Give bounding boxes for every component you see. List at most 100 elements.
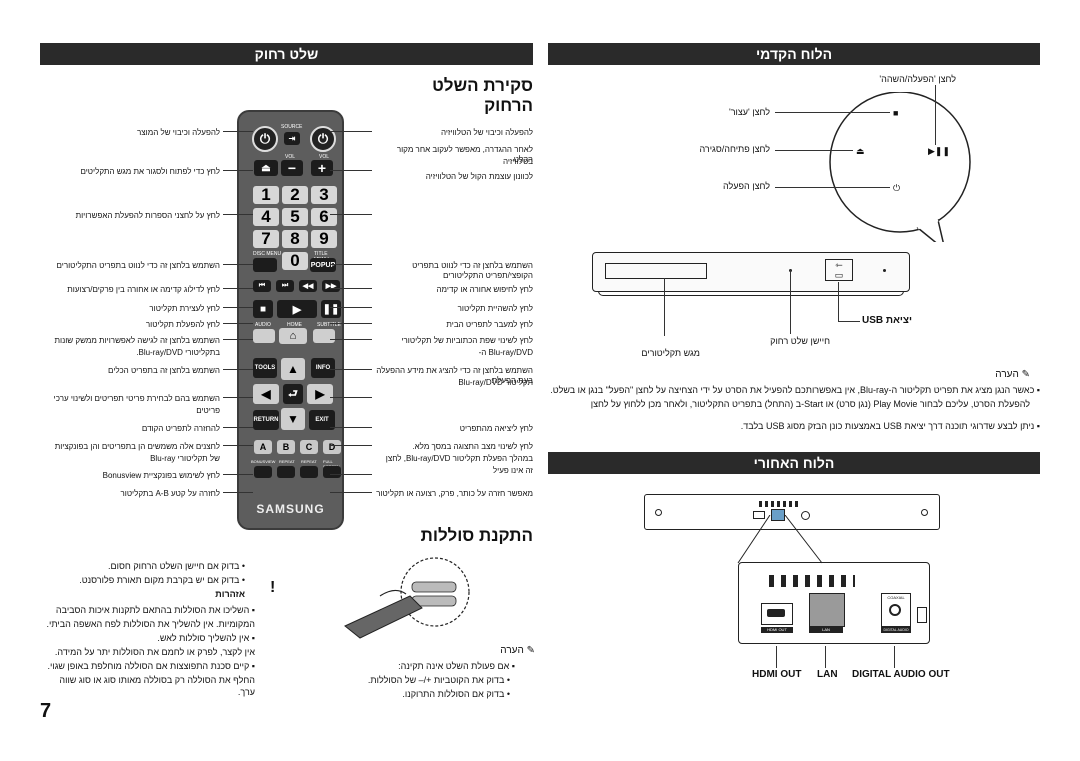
exit-button[interactable]: EXIT: [309, 410, 335, 430]
stop-label: לחצן 'עצור': [729, 107, 770, 117]
digit-9-button[interactable]: 9: [311, 229, 337, 248]
repeat-ab-button[interactable]: [277, 466, 295, 478]
info-label: INFO: [315, 365, 331, 371]
remote-left-leader: [223, 214, 253, 215]
eject-button[interactable]: ⏏: [254, 160, 278, 176]
full-screen-button[interactable]: [323, 466, 341, 478]
digit-0-button[interactable]: 0: [282, 251, 308, 270]
nav-right-button[interactable]: ▶: [307, 384, 333, 404]
remote-sensor-label: חיישן שלט רחוק: [770, 336, 830, 346]
remote-left-callout: לחצנים אלה משמשים הן בתפריטים והן בפונקצ…: [54, 442, 220, 451]
rear-zoom-lines: [737, 515, 823, 564]
disc-menu-button[interactable]: [253, 258, 277, 272]
remote-right-callout: השתמש בלחצן זה כדי להציג את מידע ההפעלה …: [376, 366, 533, 385]
a-button[interactable]: A: [254, 440, 272, 454]
front-note-title: ✎ הערה: [995, 369, 1030, 380]
pause-button[interactable]: ❚❚: [321, 300, 341, 318]
remote-left-callout: בתקליטורי Blu-ray/DVD.: [136, 348, 220, 357]
remote-left-callout: פריטים: [196, 406, 220, 415]
nav-up-button[interactable]: ▲: [281, 358, 305, 380]
b-button[interactable]: B: [277, 440, 295, 454]
coaxial-port-zoom: COAXIAL: [881, 593, 911, 627]
disc-menu-label: DISC MENU: [253, 251, 282, 257]
vol-down-button[interactable]: −: [281, 160, 303, 176]
subtitle-button[interactable]: [313, 329, 335, 343]
front-note-2: להפעלת הסרט, עליכם לבחור Play Movie (נגן…: [550, 398, 1030, 410]
front-note-2-text: להפעלת הסרט, עליכם לבחור Play Movie (נגן…: [590, 399, 1030, 409]
disc-tray-leader: [664, 278, 665, 336]
stop-leader: [775, 112, 890, 113]
digit-5-button[interactable]: 5: [282, 207, 308, 226]
digit-4-button[interactable]: 4: [253, 207, 279, 226]
warning-item-text: אין להשליך סוללות לאש.: [157, 633, 250, 643]
popup-button[interactable]: POPUP: [310, 258, 336, 272]
repeat-button[interactable]: [300, 466, 318, 478]
skip-back-button[interactable]: ⏮: [253, 280, 271, 292]
remote-left-leader: [223, 264, 253, 265]
remote-right-leader: [330, 214, 372, 215]
remote-left-callout: להפעלה וכיבוי של המוצר: [137, 128, 220, 137]
return-button[interactable]: RETURN: [253, 410, 279, 430]
vol-up-button[interactable]: +: [311, 160, 333, 176]
c-button[interactable]: C: [300, 440, 318, 454]
hdmi-port-zoom: [761, 603, 793, 625]
remote-right-leader: [330, 323, 372, 324]
disc-tray-label: מגש תקליטורים: [641, 348, 700, 358]
usb-port-icon: ⇽▭: [825, 259, 853, 281]
info-button[interactable]: INFO: [311, 358, 335, 378]
play-pause-label: לחצן 'הפעלה/השהה': [879, 74, 956, 84]
home-button[interactable]: ⌂: [279, 328, 307, 344]
remote-right-leader: [330, 339, 372, 340]
home-label: HOME: [287, 322, 302, 328]
remote-right-callout: לכוונון עוצמת הקול של הטלוויזיה: [425, 172, 533, 181]
battery-bullet-2: • בדוק אם יש בקרבת מקום תאורת פלורסנט.: [79, 575, 245, 585]
d-button[interactable]: D: [323, 440, 341, 454]
rear-panel-header-bar: הלוח האחורי: [548, 452, 1040, 474]
exit-label: EXIT: [315, 417, 329, 423]
digit-2-button[interactable]: 2: [282, 185, 308, 204]
skip-forward-button[interactable]: ⏭: [276, 280, 294, 292]
audio-button[interactable]: [253, 329, 275, 343]
battery-note-line-1: ▪ אם פעולת השלט אינה תקינה:: [398, 661, 515, 671]
remote-left-callout: לחץ כדי לפתוח ולסגור את מגש התקליטים: [80, 167, 220, 176]
search-forward-button[interactable]: ▶▶: [322, 280, 340, 292]
rear-screw-left: [655, 509, 662, 516]
tv-power-button[interactable]: ⏻: [310, 126, 336, 152]
remote-left-callout: לחץ לעצירת תקליטור: [149, 304, 220, 313]
warning-item-text: המקומיות. אין להשליך את הסוללות לפח האשפ…: [46, 619, 255, 629]
subtitle-label: SUBTITLE: [317, 322, 341, 328]
source-button[interactable]: ⇥: [284, 132, 300, 145]
nav-down-button[interactable]: ▼: [281, 408, 305, 430]
digital-small-label: DIGITAL AUDIO OUT: [881, 627, 911, 638]
bonusview-button[interactable]: [254, 466, 272, 478]
power-leader: [775, 187, 890, 188]
digit-7-button[interactable]: 7: [253, 229, 279, 248]
tools-button[interactable]: TOOLS: [253, 358, 277, 378]
remote-left-leader: [223, 445, 253, 446]
battery-bullet-1-text: בדוק אם חיישן השלט הרחוק חסום.: [108, 561, 240, 571]
digit-8-button[interactable]: 8: [282, 229, 308, 248]
stop-button[interactable]: ■: [253, 300, 273, 318]
remote-control: ⏻ ⏻ SOURCE ⇥ VOL VOL ⏏ − + DISC MENU TIT…: [237, 110, 344, 530]
digit-6-button[interactable]: 6: [311, 207, 337, 226]
hdmi-out-label: HDMI OUT: [752, 669, 802, 680]
digit-1-button[interactable]: 1: [253, 185, 279, 204]
enter-button[interactable]: ⮐: [283, 384, 303, 404]
remote-right-callout: לחץ לחיפוש אחורה או קדימה: [436, 285, 533, 294]
remote-left-callout: השתמש בלחצן זה לגישה לאפשרויות ממשק שונו…: [54, 336, 220, 345]
remote-left-callout: לחץ לדילוג קדימה או אחורה בין פרקים/רצוע…: [67, 285, 220, 294]
c-label: C: [305, 442, 313, 452]
digit-3-button[interactable]: 3: [311, 185, 337, 204]
usb-leader-v: [838, 282, 839, 322]
lan-small-label: LAN: [809, 627, 843, 633]
power-button[interactable]: ⏻: [252, 126, 278, 152]
play-pause-symbol: ▶❚❚: [928, 146, 951, 156]
warning-item: ▪ השליכו את הסוללות בהתאם לתקנות איכות ה…: [55, 605, 255, 615]
search-back-button[interactable]: ◀◀: [299, 280, 317, 292]
remote-header: שלט רחוק: [254, 46, 319, 62]
brand-logo: SAMSUNG: [256, 502, 325, 516]
remote-right-callout: לאחר ההגדרה, מאפשר לעקוב אחר מקור הקלט: [396, 145, 533, 164]
play-button[interactable]: ▶: [277, 300, 317, 318]
stop-symbol: ■: [893, 108, 899, 118]
nav-left-button[interactable]: ◀: [253, 384, 279, 404]
